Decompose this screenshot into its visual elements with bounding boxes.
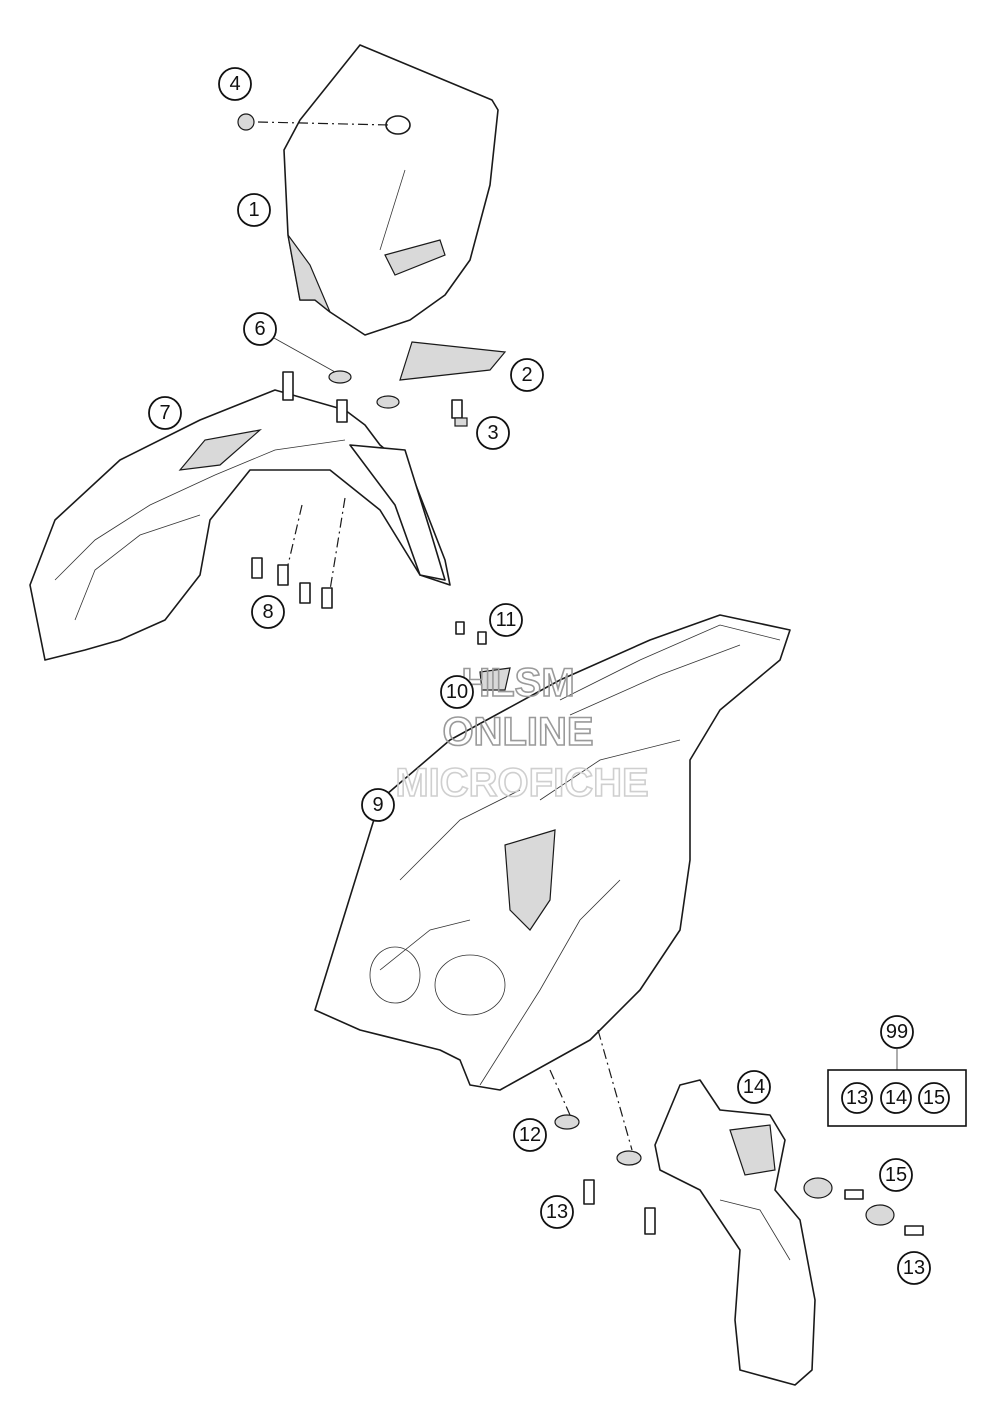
callout-13-left-label: 13 <box>546 1201 568 1223</box>
front-fender <box>29 371 451 661</box>
callout-15-label: 15 <box>885 1164 907 1186</box>
rear-fender <box>314 614 791 1091</box>
sticker <box>399 341 507 381</box>
nut-4 <box>237 113 255 131</box>
callout-11: 11 <box>489 603 523 637</box>
watermark-line2: ONLINE <box>442 710 593 754</box>
watermark: HLSM ONLINE MICROFICHE <box>395 660 650 806</box>
callout-1: 1 <box>237 193 271 227</box>
callout-7-label: 7 <box>159 402 170 424</box>
callout-11-label: 11 <box>496 609 517 631</box>
washer-12 <box>554 1114 642 1166</box>
callout-4-label: 4 <box>229 73 240 95</box>
callout-12: 12 <box>513 1118 547 1152</box>
callout-15: 15 <box>879 1158 913 1192</box>
callout-2-label: 2 <box>521 364 532 386</box>
screws-11 <box>455 621 487 645</box>
callout-1-label: 1 <box>248 199 259 221</box>
callout-6: 6 <box>243 312 336 373</box>
watermark-line1: HLSM <box>461 661 574 705</box>
callout-9-label: 9 <box>372 794 383 816</box>
grommet-6 <box>328 370 400 409</box>
leader-4 <box>257 121 391 126</box>
callout-3-label: 3 <box>487 422 498 444</box>
callout-6-label: 6 <box>254 318 265 340</box>
callout-3: 3 <box>476 416 510 450</box>
watermark-line3: MICROFICHE <box>395 761 648 805</box>
callout-99: 99 <box>880 1015 914 1070</box>
number-plate <box>283 44 499 336</box>
bolts-8 <box>251 497 346 609</box>
kit-box: 13 14 15 <box>827 1069 967 1127</box>
kit-item-2: 14 <box>885 1087 907 1109</box>
callout-4: 4 <box>218 67 252 101</box>
callout-14-label: 14 <box>743 1076 765 1098</box>
grommets-15 <box>803 1177 924 1236</box>
callout-99-label: 99 <box>886 1021 908 1043</box>
bolts-13 <box>549 1029 656 1235</box>
callout-13-right: 13 <box>897 1251 931 1285</box>
callout-8-label: 8 <box>262 601 273 623</box>
callout-10-label: 10 <box>446 681 468 703</box>
callout-13-left: 13 <box>540 1195 574 1229</box>
callout-9: 9 <box>361 788 395 822</box>
callout-8: 8 <box>251 595 285 629</box>
kit-item-3: 15 <box>923 1087 945 1109</box>
clip-10 <box>479 667 511 691</box>
callout-13-right-label: 13 <box>903 1257 925 1279</box>
callout-7: 7 <box>148 396 182 430</box>
callout-12-label: 12 <box>519 1124 541 1146</box>
callout-10: 10 <box>440 675 474 709</box>
screw-3 <box>451 399 468 427</box>
side-panel <box>654 1079 816 1386</box>
kit-item-1: 13 <box>846 1087 868 1109</box>
callout-14: 14 <box>737 1070 771 1104</box>
callout-2: 2 <box>510 358 544 392</box>
